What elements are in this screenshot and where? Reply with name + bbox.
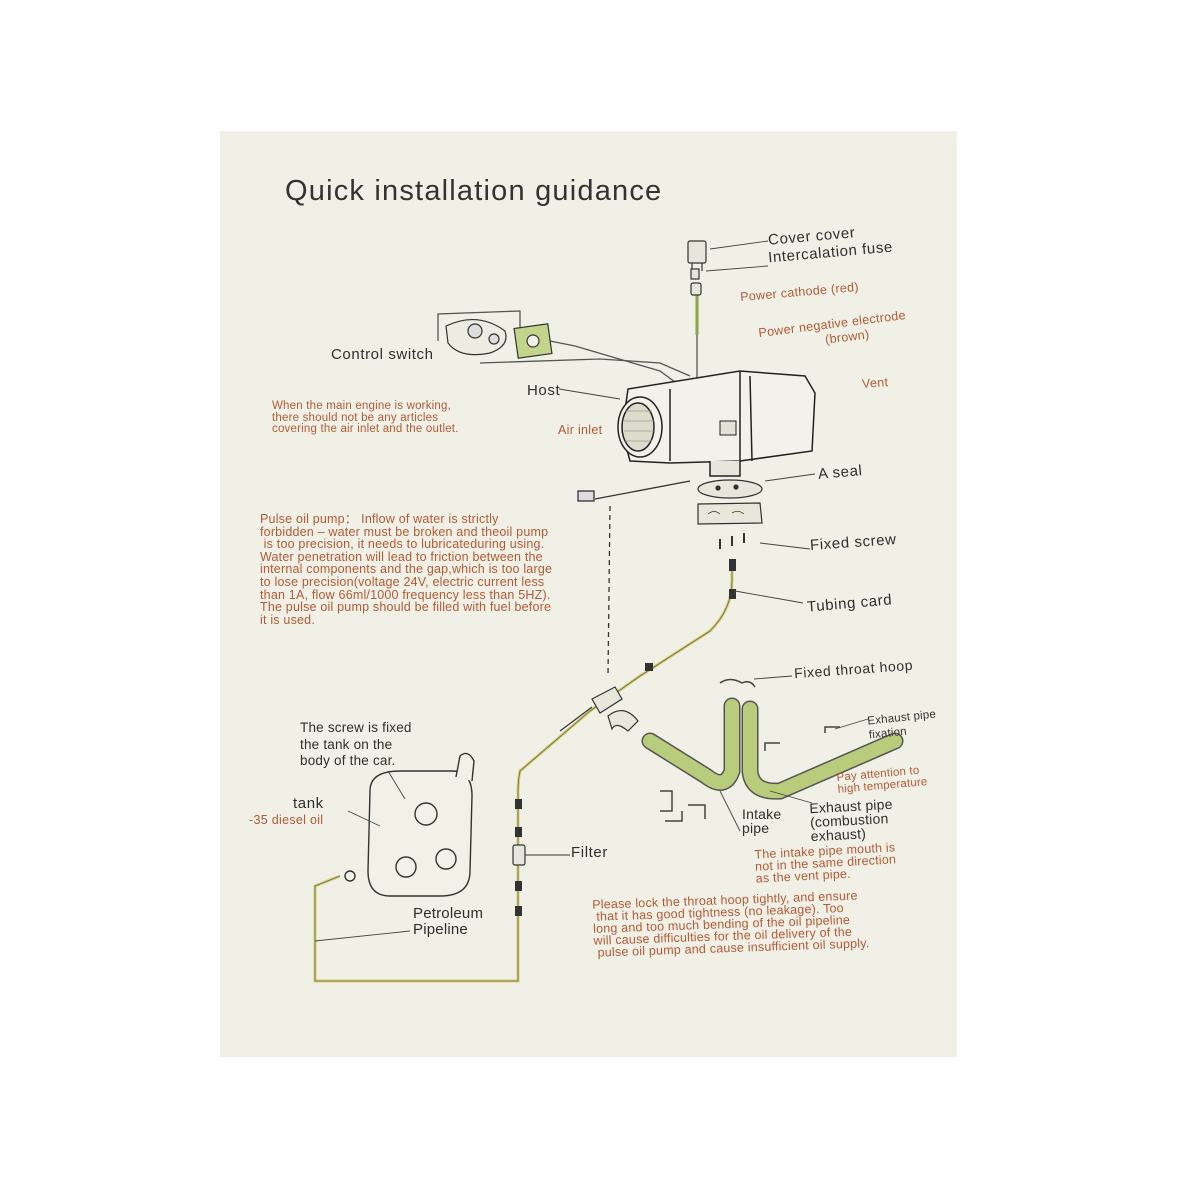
vent-label: Vent [861, 375, 889, 391]
tank-fuel-label: -35 diesel oil [249, 813, 324, 827]
petroleum-pipeline-label: Petroleum Pipeline [413, 905, 484, 938]
pulse-pump [559, 686, 639, 732]
intake-mouth-note: The intake pipe mouth is not in the same… [754, 840, 897, 886]
air-inlet-label: Air inlet [558, 423, 603, 437]
fuel-line [313, 559, 736, 983]
control-switch [445, 318, 553, 359]
main-engine-note: When the main engine is working, there s… [272, 400, 459, 435]
host-label: Host [527, 382, 561, 399]
intake-pipe-label: Intake pipe [742, 806, 782, 836]
filter-label: Filter [571, 844, 608, 861]
exhaust-pipe-label: Exhaust pipe (combustion exhaust) [808, 795, 893, 845]
instruction-sheet: Quick installation guidance Cover cover … [220, 131, 957, 1057]
leader-lines [314, 240, 869, 942]
pipe-brackets [660, 678, 840, 822]
pump-cable [577, 480, 691, 677]
installation-diagram [313, 240, 904, 983]
exhaust-intake-pipes [641, 697, 904, 800]
heater-host [617, 370, 816, 477]
filter [512, 844, 570, 866]
control-switch-label: Control switch [331, 346, 434, 363]
pulse-pump-note: Pulse oil pump： Inflow of water is stric… [260, 512, 553, 627]
page-title: Quick installation guidance [285, 175, 663, 207]
tank-label: tank [293, 795, 324, 812]
screw-fixed-note: The screw is fixed the tank on the body … [300, 720, 412, 768]
fuel-tank [344, 752, 475, 897]
fuse-cover [687, 240, 707, 296]
seal-and-plate [697, 479, 763, 549]
lock-hoop-note: Please lock the throat hoop tightly, and… [592, 888, 870, 960]
